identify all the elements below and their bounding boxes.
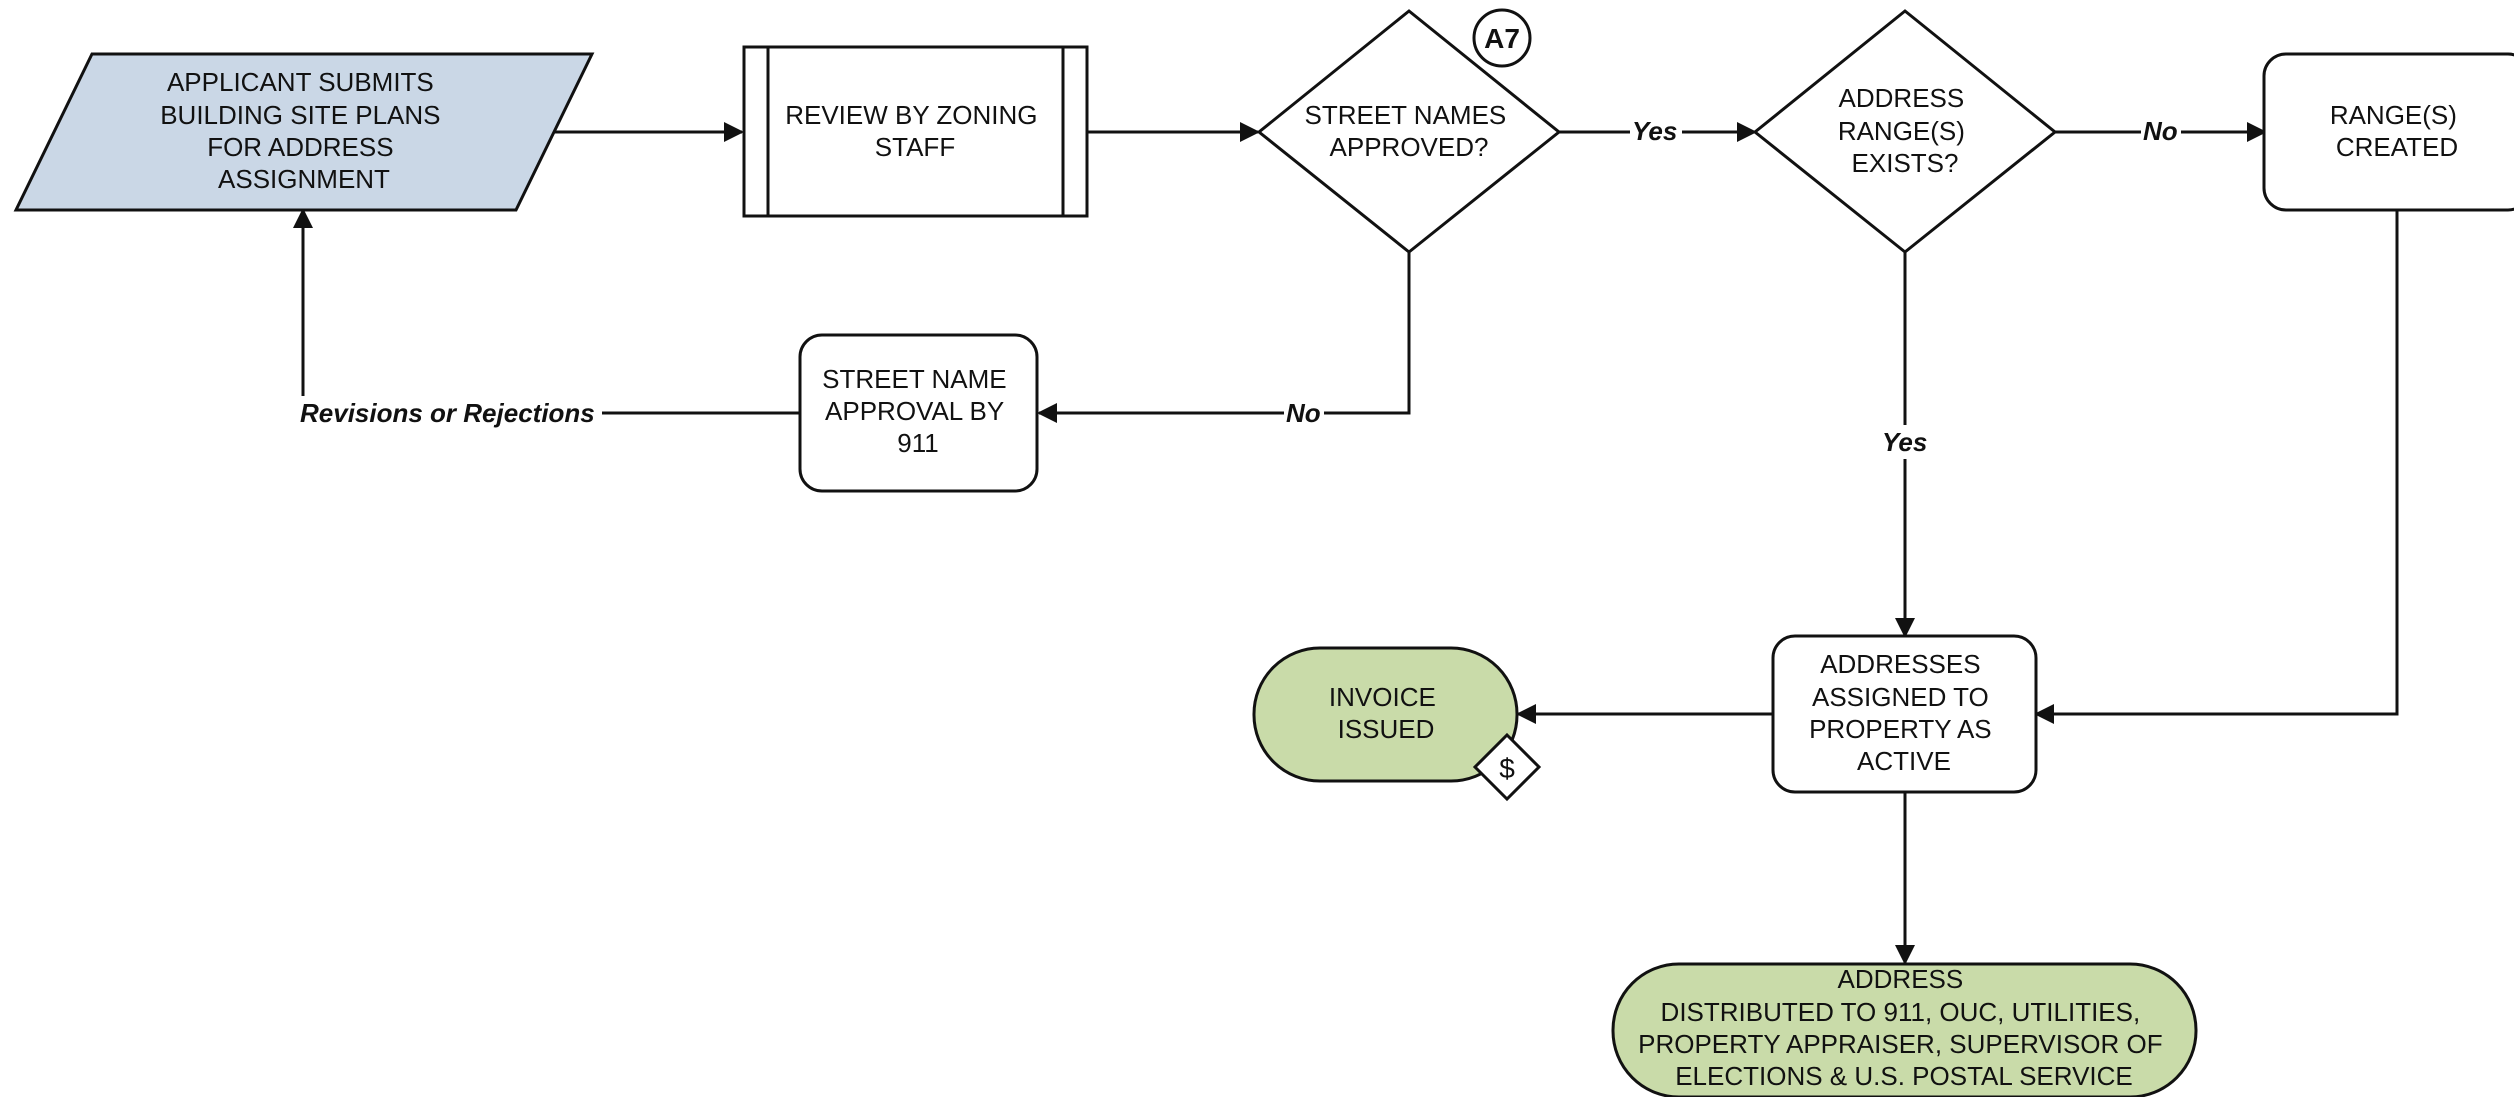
node-line: ADDRESSES [1820, 649, 1980, 679]
node-line: PROPERTY APPRAISER, SUPERVISOR OF [1638, 1029, 2163, 1059]
process-shape [742, 45, 1089, 218]
node-line: INVOICE [1329, 682, 1436, 712]
node-line: STREET NAMES [1304, 100, 1506, 130]
edge-label-yes: Yes [1632, 116, 1677, 146]
node-address-range-decision: ADDRESS RANGE(S) EXISTS? [1752, 9, 2058, 254]
node-line: ACTIVE [1857, 746, 1951, 776]
node-street-names-text: STREET NAMES APPROVED? [1304, 100, 1513, 162]
node-applicant-submits: APPLICANT SUBMITS BUILDING SITE PLANS FO… [13, 52, 595, 212]
node-line: ASSIGNED TO [1812, 682, 1989, 712]
fee-badge: $ [1472, 732, 1542, 802]
edge-street-names-no [1037, 252, 1411, 423]
edge-label-no: No [2143, 116, 2178, 146]
badge-label: A7 [1484, 23, 1520, 54]
node-line: ADDRESS [1839, 83, 1965, 113]
node-line: DISTRIBUTED TO 911, OUC, UTILITIES, [1661, 997, 2141, 1027]
edge-label-bg [2141, 114, 2181, 148]
node-invoice-issued: INVOICE ISSUED $ [1252, 646, 1542, 802]
edge-ranges-created-to-assigned [2034, 210, 2399, 724]
edge-revisions [293, 208, 800, 415]
edge-label-bg [1880, 425, 1932, 459]
decision-shape [1752, 9, 2058, 254]
node-ranges-created-text: RANGE(S) CREATED [2330, 100, 2464, 162]
node-line: STREET NAME [822, 364, 1006, 394]
node-line: APPROVAL BY [825, 396, 1004, 426]
badge-circle [1472, 8, 1532, 68]
node-distributed-text: ADDRESS DISTRIBUTED TO 911, OUC, UTILITI… [1638, 964, 2170, 1091]
node-street-names-decision: STREET NAMES APPROVED? [1256, 9, 1562, 254]
node-line: APPROVED? [1330, 132, 1489, 162]
node-addresses-assigned-text: ADDRESSES ASSIGNED TO PROPERTY AS ACTIVE [1809, 649, 1999, 776]
node-addresses-assigned: ADDRESSES ASSIGNED TO PROPERTY AS ACTIVE [1771, 634, 2038, 794]
fee-symbol: $ [1499, 753, 1515, 784]
node-review-zoning: REVIEW BY ZONING STAFF [742, 45, 1089, 218]
step-id-badge: A7 [1472, 8, 1532, 68]
node-address-distributed: ADDRESS DISTRIBUTED TO 911, OUC, UTILITI… [1611, 962, 2198, 1097]
dollar-icon [1472, 732, 1542, 802]
node-applicant-text: APPLICANT SUBMITS BUILDING SITE PLANS FO… [160, 67, 448, 194]
node-ranges-created: RANGE(S) CREATED [2262, 52, 2514, 212]
edge-label-bg [1630, 114, 1682, 148]
node-line: CREATED [2336, 132, 2458, 162]
node-line: PROPERTY AS [1809, 714, 1992, 744]
node-line: 911 [897, 428, 938, 458]
process-shape [798, 333, 1039, 493]
node-invoice-text: INVOICE ISSUED [1329, 682, 1443, 744]
edge-label-yes: Yes [1882, 427, 1927, 457]
terminal-shape [1611, 962, 2198, 1097]
node-line: ADDRESS [1838, 964, 1964, 994]
node-line: RANGE(S) [2330, 100, 2457, 130]
process-shape [2262, 52, 2514, 212]
node-address-range-text: ADDRESS RANGE(S) EXISTS? [1838, 83, 1972, 178]
node-street-name-approval: STREET NAME APPROVAL BY 911 [798, 333, 1039, 493]
edge-label-bg [1284, 396, 1324, 430]
node-street-name-approval-text: STREET NAME APPROVAL BY 911 [822, 364, 1014, 458]
node-line: STAFF [875, 132, 955, 162]
node-line: ELECTIONS & U.S. POSTAL SERVICE [1675, 1061, 2133, 1091]
node-line: BUILDING SITE PLANS [160, 100, 440, 130]
input-shape [13, 52, 595, 212]
decision-shape [1256, 9, 1562, 254]
node-line: EXISTS? [1852, 148, 1959, 178]
terminal-shape [1252, 646, 1519, 783]
node-line: REVIEW BY ZONING [785, 100, 1037, 130]
edge-label-bg [298, 396, 602, 430]
node-line: RANGE(S) [1838, 116, 1965, 146]
node-line: ASSIGNMENT [218, 164, 390, 194]
node-review-text: REVIEW BY ZONING STAFF [785, 100, 1045, 162]
process-shape [1771, 634, 2038, 794]
node-line: APPLICANT SUBMITS [167, 67, 434, 97]
edge-label-no: No [1286, 398, 1321, 428]
node-line: FOR ADDRESS [207, 132, 393, 162]
node-line: ISSUED [1338, 714, 1435, 744]
edge-label-revisions: Revisions or Rejections [300, 398, 595, 428]
